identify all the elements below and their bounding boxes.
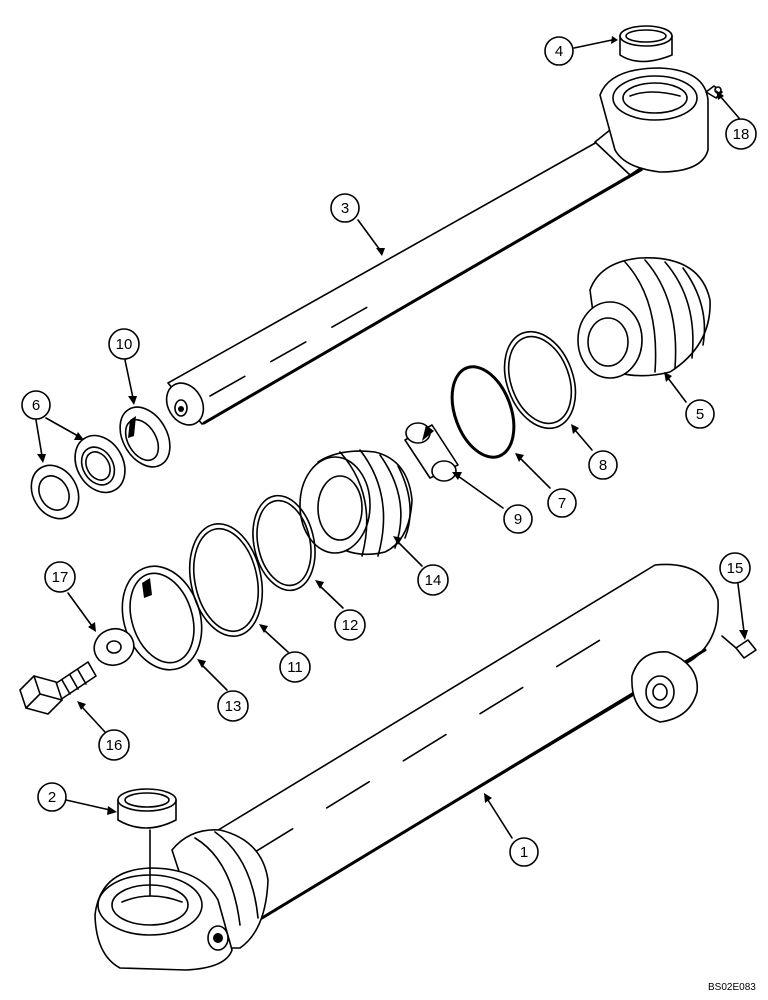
grease-fitting-tube-drawing: [721, 635, 757, 659]
callout-6-label: 6: [32, 397, 40, 414]
callout-14-label: 14: [425, 572, 442, 589]
callout-1-label: 1: [520, 844, 528, 861]
callout-13-label: 13: [225, 698, 242, 715]
seal-ring-11-drawing: [188, 522, 264, 638]
callout-15-label: 15: [727, 560, 744, 577]
callout-7: 7: [547, 488, 577, 518]
cylinder-tube-drawing: [94, 563, 757, 971]
callout-13: 13: [217, 690, 249, 722]
callout-5-label: 5: [696, 406, 704, 423]
callout-17: 17: [44, 561, 76, 593]
callout-3-label: 3: [341, 200, 349, 217]
callout-3: 3: [330, 193, 360, 223]
callout-6: 6: [21, 390, 51, 420]
callout-11-label: 11: [287, 659, 303, 676]
piston-rod-drawing: [165, 25, 723, 426]
callout-5: 5: [685, 399, 715, 429]
bushing-bottom-drawing: [117, 788, 177, 897]
callout-8-label: 8: [599, 457, 607, 474]
callout-1: 1: [509, 837, 539, 867]
callout-17-label: 17: [52, 569, 69, 586]
rod-seal-6b-drawing: [30, 464, 80, 520]
callout-9: 9: [503, 504, 533, 534]
washer-drawing: [93, 627, 135, 667]
gland-drawing: [577, 257, 711, 379]
piston-drawing: [299, 449, 413, 557]
callout-9-label: 9: [514, 511, 522, 528]
callout-10: 10: [108, 328, 140, 360]
rod-seal-10-drawing: [119, 406, 171, 468]
figure-code: BS02E083: [708, 982, 756, 993]
callout-10-label: 10: [116, 336, 133, 353]
o-ring-small-drawing: [450, 365, 516, 459]
leader-lines: [35, 36, 748, 839]
callout-11: 11: [279, 651, 311, 683]
callout-4-label: 4: [555, 43, 563, 60]
callout-18: 18: [725, 118, 757, 150]
callout-16-label: 16: [106, 737, 123, 754]
seal-ring-12-drawing: [252, 494, 316, 592]
callout-2: 2: [37, 782, 67, 812]
callout-4: 4: [544, 36, 574, 66]
spacer-drawing: [404, 422, 459, 482]
bushing-top-drawing: [619, 25, 673, 63]
callout-18-label: 18: [733, 126, 750, 143]
bolt-drawing: [19, 661, 97, 715]
o-ring-large-drawing: [503, 330, 577, 430]
callout-12-label: 12: [342, 617, 359, 634]
backup-ring-13-drawing: [121, 565, 203, 671]
callout-7-label: 7: [558, 495, 566, 512]
callout-14: 14: [417, 564, 449, 596]
rod-seal-6a-drawing: [74, 434, 126, 494]
callout-16: 16: [98, 729, 130, 761]
callout-8: 8: [588, 450, 618, 480]
callout-12: 12: [334, 609, 366, 641]
callout-2-label: 2: [48, 789, 56, 806]
callout-15: 15: [719, 552, 751, 584]
